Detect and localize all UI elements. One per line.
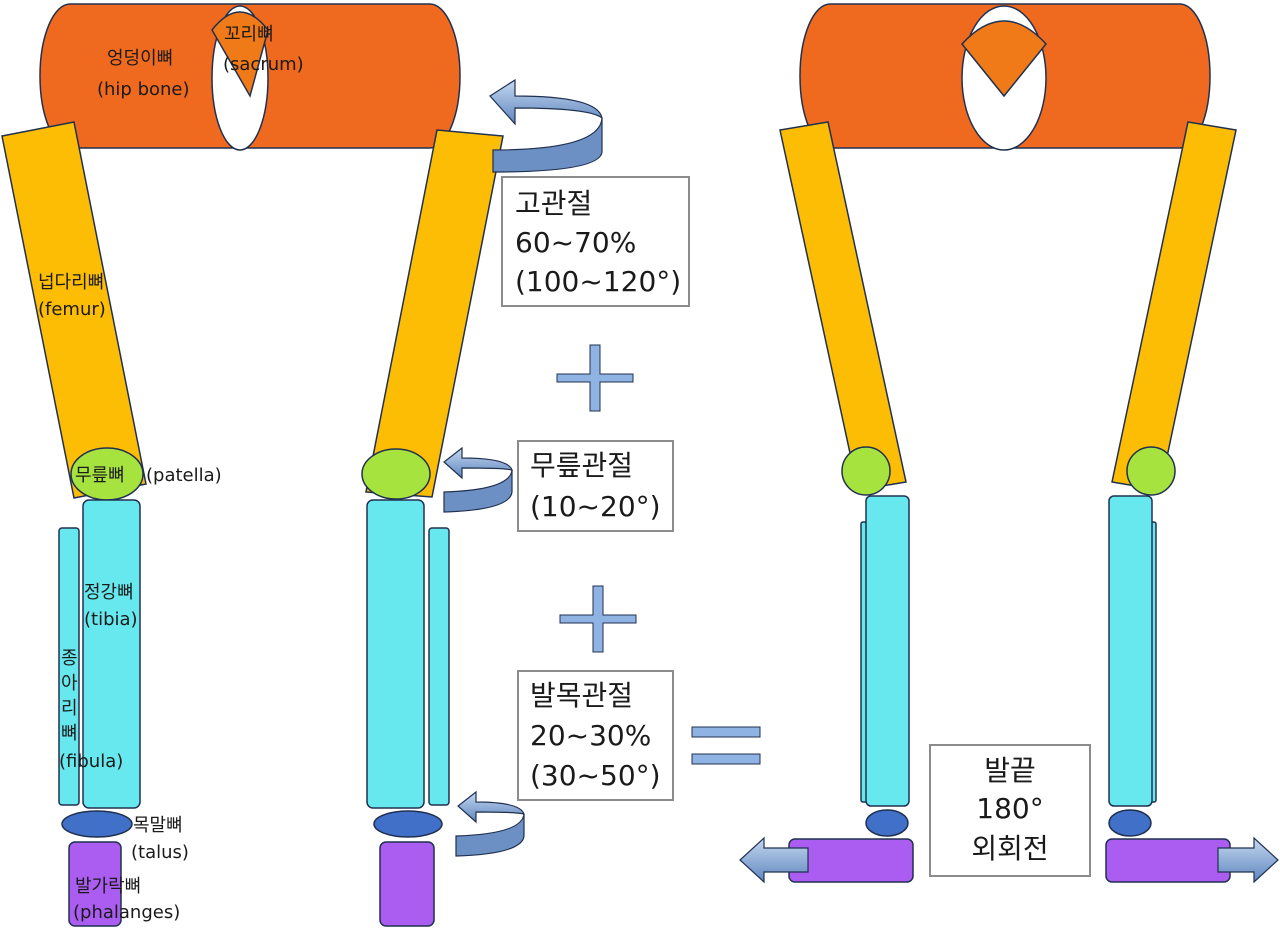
talus-label-en: (talus): [131, 842, 189, 863]
femur-label-en: (femur): [38, 299, 106, 320]
fibula-label-ko-1: 종: [61, 648, 78, 669]
outward-arrow-right-icon: [1217, 836, 1279, 884]
knee-joint-box: 무릎관절 (10~20°): [517, 440, 674, 532]
patella-bone-2: [361, 448, 431, 500]
femur-bone-3-left: [779, 121, 907, 491]
ankle-joint-title: 발목관절: [530, 679, 633, 712]
femur-bone-2: [365, 129, 504, 498]
fibula-bone-2: [428, 527, 450, 806]
talus-bone-3-left: [865, 809, 909, 837]
femur-bone-3-right: [1111, 121, 1237, 491]
tibia-bone-2: [366, 499, 425, 809]
fibula-label-ko-4: 뼈: [61, 723, 78, 744]
hip-joint-title: 고관절: [515, 187, 592, 220]
phalanges-bone-2: [379, 841, 435, 927]
knee-joint-angle: (10~20°): [530, 490, 661, 523]
tibia-bone-3-right: [1108, 495, 1153, 807]
knee-rotation-arrow-icon: [443, 446, 513, 513]
fibula-label-ko-3: 리: [61, 698, 78, 719]
outward-arrow-left-icon: [739, 836, 809, 884]
result-title: 발끝: [984, 754, 1036, 787]
patella-bone-3-left: [841, 446, 891, 496]
tibia-bone: [82, 499, 141, 809]
knee-joint-title: 무릎관절: [530, 449, 633, 482]
result-box: 발끝 180° 외회전: [929, 744, 1091, 877]
ankle-joint-angle: (30~50°): [530, 759, 661, 792]
hip-bone: [39, 3, 461, 151]
fibula-bone: [58, 527, 80, 806]
tibia-bone-3-left: [865, 495, 910, 807]
plus-icon-2: [559, 585, 637, 653]
patella-label-ko: 무릎뼈: [75, 465, 125, 486]
talus-label-ko: 목말뼈: [133, 815, 183, 836]
patella-bone-3-right: [1126, 446, 1176, 496]
figure-joint-rotation: 고관절 60~70% (100~120°) 무릎관절 (10~20°) 발목관절…: [361, 78, 761, 927]
ankle-joint-box: 발목관절 20~30% (30~50°): [517, 670, 674, 801]
talus-bone-2: [373, 810, 443, 838]
femur-label-ko: 넙다리뼈: [38, 272, 104, 293]
ankle-rotation-arrow-icon: [455, 790, 525, 857]
hip-joint-percent: 60~70%: [515, 226, 636, 259]
femur-bone: [1, 121, 147, 499]
figure-anatomy: 엉덩이뼈 (hip bone) 꼬리뼈 (sacrum) 넙다리뼈 (femur…: [1, 3, 461, 927]
plus-icon-1: [556, 344, 634, 412]
hip-joint-box: 고관절 60~70% (100~120°): [501, 176, 690, 307]
phalanges-label-ko: 발가락뼈: [75, 876, 141, 897]
hip-bone-label-en: (hip bone): [97, 79, 190, 100]
tibia-label-en: (tibia): [84, 609, 138, 630]
phalanges-label-en: (phalanges): [73, 902, 180, 923]
sacrum-label-ko: 꼬리뼈: [224, 24, 274, 45]
hip-rotation-arrow-icon: [489, 78, 603, 173]
phalanges-bone-3-right: [1105, 838, 1231, 883]
phalanges-bone: [68, 841, 122, 927]
fibula-label-en: (fibula): [59, 751, 123, 772]
result-angle: 180°: [976, 792, 1043, 825]
talus-bone: [61, 810, 133, 838]
talus-bone-3-right: [1108, 809, 1152, 837]
patella-label-en: (patella): [146, 465, 222, 486]
equals-icon: [691, 726, 761, 765]
figure-result: 발끝 180° 외회전: [739, 3, 1279, 884]
hip-bone-3: [799, 3, 1211, 151]
fibula-label-ko-2: 아: [61, 673, 78, 694]
hip-joint-angle: (100~120°): [515, 265, 681, 298]
tibia-label-ko: 정강뼈: [84, 582, 134, 603]
sacrum-label-en: (sacrum): [223, 54, 304, 75]
result-description: 외회전: [971, 832, 1048, 865]
hip-bone-label-ko: 엉덩이뼈: [107, 48, 173, 69]
ankle-joint-percent: 20~30%: [530, 719, 651, 752]
